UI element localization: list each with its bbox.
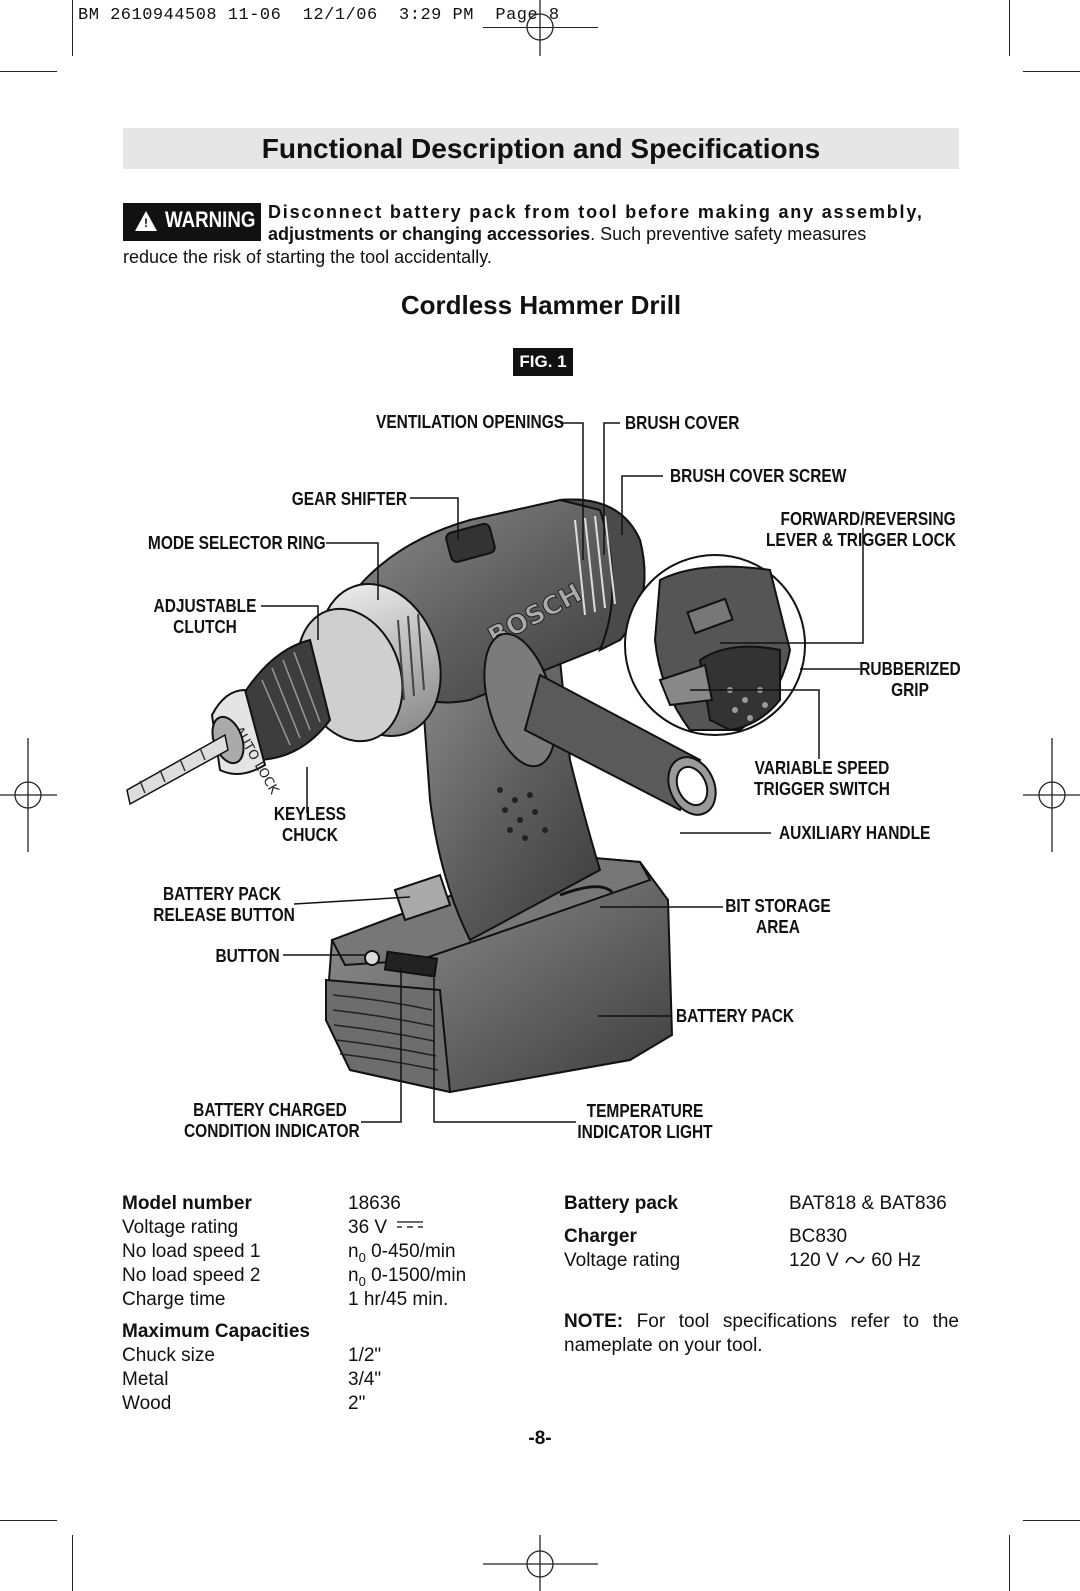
label-variable-speed-2: TRIGGER SWITCH	[754, 779, 890, 799]
label-keyless-chuck-2: CHUCK	[282, 825, 338, 845]
warning-line-1: Disconnect battery pack from tool before…	[268, 202, 924, 222]
spec-value: n0 0-450/min	[348, 1241, 456, 1265]
spec-value: 1 hr/45 min.	[348, 1289, 449, 1310]
warning-badge: ! WARNING	[123, 203, 261, 241]
label-battery-charged-1: BATTERY CHARGED	[193, 1100, 347, 1120]
callout-leaders	[261, 422, 864, 1123]
spec-value: BC830	[789, 1226, 848, 1247]
spec-value: 2"	[348, 1393, 366, 1414]
drill-bit-shape	[126, 733, 229, 806]
warning-line-2: adjustments or changing accessories. Suc…	[268, 224, 867, 244]
label-battery-charged-2: CONDITION INDICATOR	[184, 1121, 360, 1141]
label-button: BUTTON	[215, 946, 280, 966]
label-battery-release-2: RELEASE BUTTON	[153, 905, 295, 925]
label-bit-storage-2: AREA	[756, 917, 800, 937]
inset-grip-shape	[624, 554, 806, 736]
dc-symbol-icon	[397, 1221, 424, 1228]
clutch-ring-shape	[296, 583, 442, 743]
ac-symbol-icon	[845, 1256, 865, 1264]
registration-mark-bottom	[483, 1535, 598, 1591]
label-ventilation-openings: VENTILATION OPENINGS	[376, 412, 565, 432]
label-temperature-2: INDICATOR LIGHT	[577, 1122, 713, 1142]
label-rubberized-grip-1: RUBBERIZED	[859, 659, 961, 679]
spec-value: 18636	[348, 1193, 401, 1214]
warning-triangle-icon	[135, 211, 157, 231]
label-variable-speed-1: VARIABLE SPEED	[754, 758, 890, 778]
spec-label: Model number	[122, 1193, 252, 1214]
spec-label: Chuck size	[122, 1345, 215, 1366]
registration-mark-right	[1023, 738, 1080, 852]
label-adjustable-clutch-1: ADJUSTABLE	[153, 596, 257, 616]
spec-value: BAT818 & BAT836	[789, 1193, 947, 1214]
battery-pack-shape	[324, 853, 674, 1094]
label-forward-reversing-2: LEVER & TRIGGER LOCK	[765, 530, 956, 550]
spec-label: Voltage rating	[564, 1250, 681, 1271]
figure-heading: Cordless Hammer Drill	[400, 290, 682, 320]
spec-value: 3/4"	[348, 1369, 382, 1390]
print-slug: BM 2610944508 11-06 12/1/06 3:29 PM Page…	[78, 6, 560, 25]
spec-value: 120 V 60 Hz	[789, 1250, 921, 1271]
label-bit-storage-1: BIT STORAGE	[725, 896, 831, 916]
spec-label: Battery pack	[564, 1193, 679, 1214]
label-temperature-1: TEMPERATURE	[586, 1101, 704, 1121]
auxiliary-handle-shape	[483, 632, 717, 816]
capacities-heading: Maximum Capacities	[122, 1321, 310, 1342]
label-rubberized-grip-2: GRIP	[891, 680, 929, 700]
spec-label: Metal	[122, 1369, 169, 1390]
label-brush-cover-screw: BRUSH COVER SCREW	[670, 466, 847, 486]
spec-value: 36 V	[348, 1216, 424, 1240]
spec-label: No load speed 2	[122, 1265, 261, 1286]
spec-label: Wood	[122, 1393, 172, 1414]
label-forward-reversing-1: FORWARD/REVERSING	[780, 509, 956, 529]
label-battery-pack: BATTERY PACK	[676, 1006, 795, 1026]
registration-mark-top	[526, 0, 554, 56]
spec-value: n0 0-1500/min	[348, 1265, 467, 1289]
note-text: NOTE: For tool specifications refer to t…	[564, 1311, 959, 1356]
label-auxiliary-handle: AUXILIARY HANDLE	[779, 823, 931, 843]
spec-label: Voltage rating	[122, 1217, 239, 1238]
spec-label: No load speed 1	[122, 1241, 261, 1262]
label-adjustable-clutch-2: CLUTCH	[173, 617, 237, 637]
spec-label: Charge time	[122, 1289, 226, 1310]
registration-mark-left	[0, 738, 57, 852]
spec-value: 1/2"	[348, 1345, 382, 1366]
keyless-chuck-shape: AUTO LOCK	[210, 638, 332, 797]
figure-label: FIG. 1	[513, 348, 573, 376]
section-title-bar: Functional Description and Specification…	[123, 128, 959, 169]
label-mode-selector-ring: MODE SELECTOR RING	[148, 533, 326, 553]
page-title: Functional Description and Specification…	[261, 133, 821, 164]
label-keyless-chuck-1: KEYLESS	[273, 804, 347, 824]
label-battery-release-1: BATTERY PACK	[162, 884, 282, 904]
label-brush-cover: BRUSH COVER	[625, 413, 740, 433]
page-number: -8-	[528, 1428, 552, 1449]
warning-line-3: reduce the risk of starting the tool acc…	[123, 247, 492, 267]
spec-label: Charger	[564, 1226, 637, 1247]
label-gear-shifter: GEAR SHIFTER	[291, 489, 407, 509]
